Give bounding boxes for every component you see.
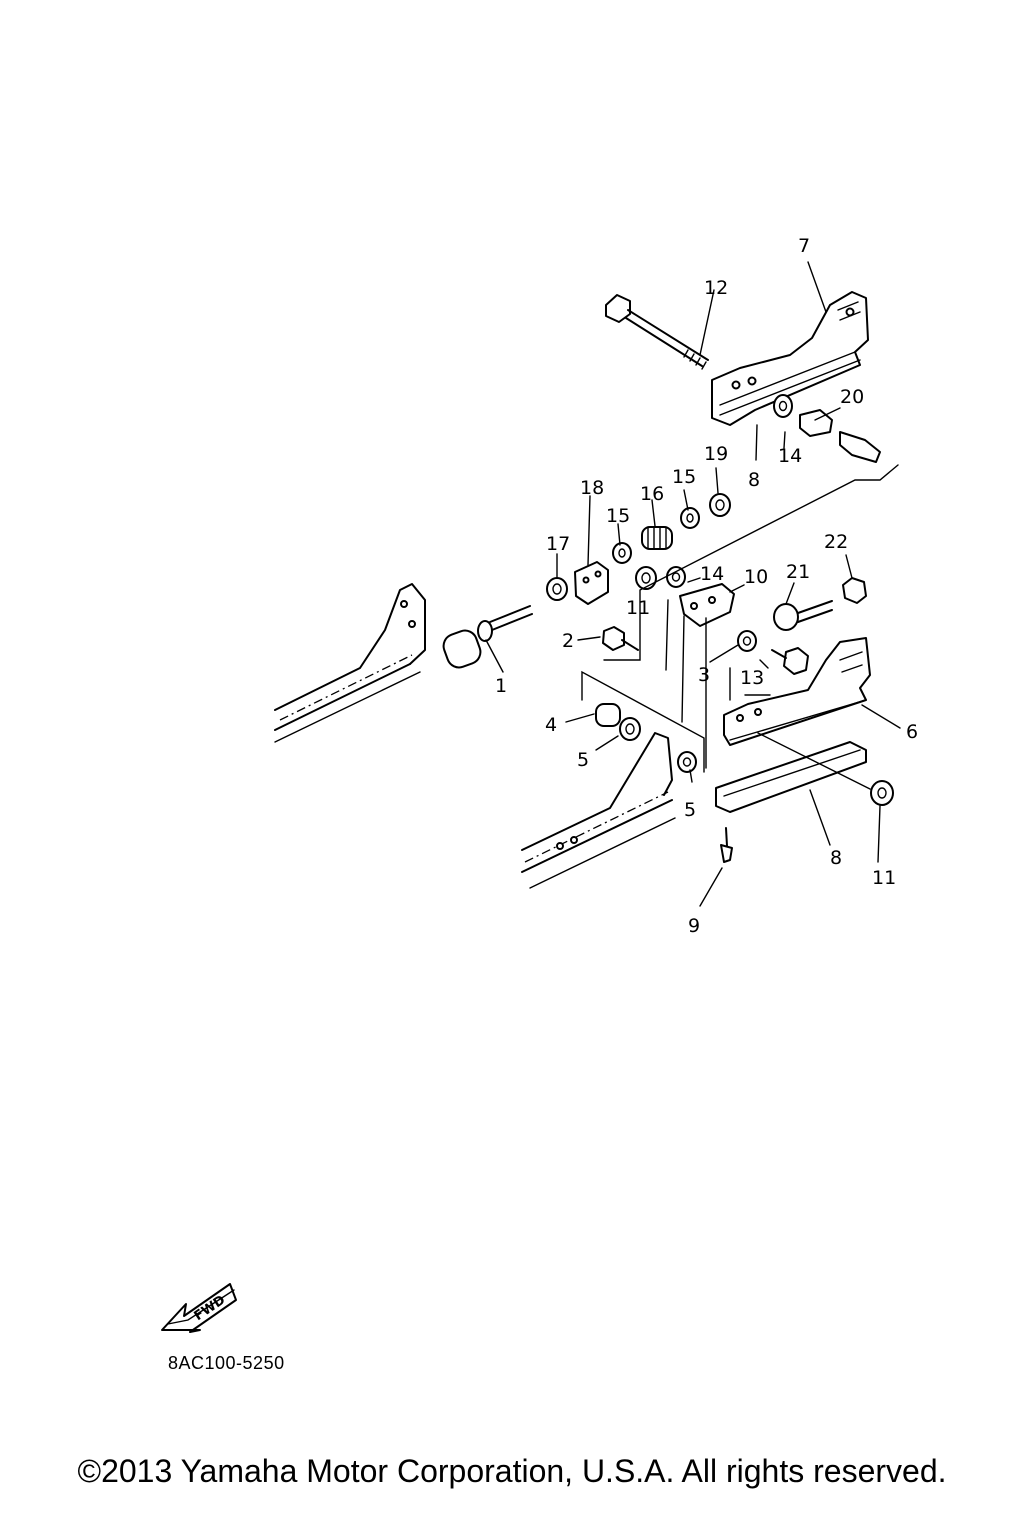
callout-12: 12 [704,277,728,299]
right-rail-bracket [723,637,871,746]
lower-left-rail [521,732,676,889]
leader-lines [485,261,901,907]
callout-8: 8 [830,847,842,869]
callout-15: 15 [606,505,630,527]
copyright-notice: ©2013 Yamaha Motor Corporation, U.S.A. A… [77,1453,947,1489]
callout-4: 4 [545,714,557,736]
bushings-5 [619,717,697,773]
callout-5: 5 [577,749,589,771]
callout-14: 14 [778,445,802,467]
callout-6: 6 [906,721,918,743]
callout-19: 19 [704,443,728,465]
small-bushings [546,493,731,601]
callout-22: 22 [824,531,848,553]
callout-5: 5 [684,799,696,821]
callout-1: 1 [495,675,507,697]
bolt-2 [602,626,639,651]
callout-11: 11 [872,867,896,889]
callout-7: 7 [798,235,810,257]
callout-16: 16 [640,483,664,505]
callout-13: 13 [740,667,764,689]
callout-3: 3 [698,664,710,686]
callout-11: 11 [626,597,650,619]
lower-slide [715,741,867,813]
link-plate [679,583,735,627]
spring [641,526,673,550]
bolt-21 [773,600,833,631]
callout-21: 21 [786,561,810,583]
nuts-middle [635,566,686,590]
nut-22 [842,577,867,604]
callout-labels: 1 2 3 4 5 5 6 7 8 8 9 10 11 11 12 13 14 … [495,235,918,937]
upper-rail-bracket [711,291,869,426]
diagram-code: 8AC100-5250 [168,1353,285,1373]
callout-17: 17 [546,533,570,555]
screw-9 [720,827,733,863]
block-18 [574,561,609,605]
bushing-4 [595,703,621,727]
callout-14: 14 [700,563,724,585]
callout-8: 8 [748,469,760,491]
nut-11-bottom [870,780,894,806]
callout-10: 10 [744,566,768,588]
left-seat-rail [274,583,426,743]
callout-2: 2 [562,630,574,652]
washer-and-pin [773,394,881,463]
callout-20: 20 [840,386,864,408]
nut-3-bolt-13 [737,630,809,675]
long-bolt [605,294,709,370]
callout-9: 9 [688,915,700,937]
callout-15: 15 [672,466,696,488]
stud-1 [442,605,533,669]
callout-18: 18 [580,477,604,499]
fwd-arrow-icon: FWD [161,1283,237,1333]
guide-lines [581,464,899,773]
